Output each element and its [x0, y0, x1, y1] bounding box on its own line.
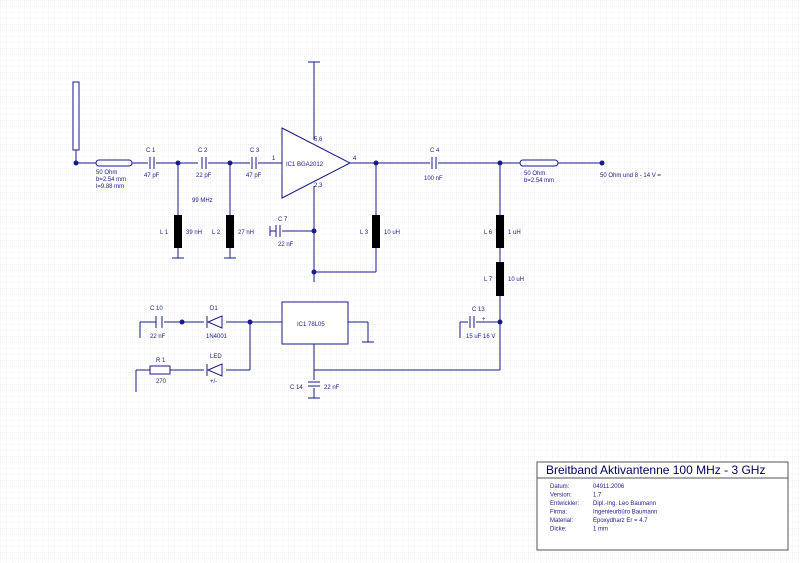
svg-text:1 uH: 1 uH [508, 230, 521, 236]
inductor-l1: L 1 39 nH [160, 215, 202, 248]
output-label: 50 Ohm und 8 - 14 V = [600, 173, 661, 179]
title-block-label: Material: [550, 518, 573, 524]
title-block-value: Dipl.-Ing. Leo Baumann [593, 501, 656, 507]
svg-text:C 4: C 4 [430, 148, 440, 154]
title-block-label: Version: [550, 493, 572, 499]
tl-out [519, 159, 559, 167]
title-block-label: Firma: [550, 510, 567, 516]
inductor-l7: L 7 10 uH [484, 262, 524, 296]
svg-text:4: 4 [353, 156, 357, 162]
title-block-value: Epoxydharz Er = 4.7 [593, 518, 648, 524]
inductor-l6: L 6 1 uH [484, 215, 521, 248]
capacitor-c4: C 4 100 nF [424, 148, 443, 182]
title-block-label: Datum: [550, 484, 570, 490]
svg-text:L 3: L 3 [360, 230, 369, 236]
svg-text:D1: D1 [210, 306, 218, 312]
svg-text:C 13: C 13 [472, 307, 485, 313]
svg-text:LED: LED [210, 354, 222, 360]
wires [75, 61, 602, 399]
capacitor-c1: C 1 47 pF [144, 148, 160, 179]
title-block-value: 04911.2006 [593, 484, 625, 490]
svg-text:2,3: 2,3 [314, 183, 323, 189]
tl-in [95, 159, 133, 167]
svg-text:47 pF: 47 pF [246, 173, 262, 179]
inductor-l2: L 2 27 nH [212, 215, 254, 248]
tl-out-width: b=2.54 mm [524, 178, 554, 184]
led: LED +/- [206, 354, 223, 385]
svg-text:15 uF 16 V: 15 uF 16 V [466, 334, 495, 340]
svg-text:270: 270 [156, 379, 167, 385]
svg-text:IC1 BGA2012: IC1 BGA2012 [286, 162, 324, 168]
inductor-l3: L 3 10 uH [360, 215, 400, 248]
amplifier-ic1: IC1 BGA2012 1 4 5,6 2,3 [272, 127, 357, 199]
svg-text:+/-: +/- [210, 379, 217, 385]
svg-text:39 nH: 39 nH [186, 230, 202, 236]
svg-text:L 2: L 2 [212, 230, 221, 236]
tl-in-width: b=2.54 mm [96, 177, 126, 183]
svg-text:10 uH: 10 uH [508, 277, 524, 283]
svg-text:22 nF: 22 nF [150, 334, 166, 340]
diode-d1: D1 1N4001 [206, 306, 228, 340]
frequency-label: 99 MHz [192, 198, 213, 204]
title-block-label: Entwickler: [550, 501, 579, 507]
junction-dots [73, 160, 605, 325]
title-block-label: Dicke: [550, 527, 567, 533]
svg-text:L 7: L 7 [484, 277, 493, 283]
svg-text:1: 1 [272, 156, 276, 162]
capacitor-c7: C 7 22 nF [275, 217, 294, 248]
capacitor-c13: C 13 + 15 uF 16 V [466, 307, 495, 340]
svg-text:100 nF: 100 nF [424, 176, 443, 182]
svg-text:C 2: C 2 [198, 148, 208, 154]
capacitor-c2: C 2 22 pF [196, 148, 212, 179]
title-block-title: Breitband Aktivantenne 100 MHz - 3 GHz [546, 463, 765, 477]
svg-text:L 1: L 1 [160, 230, 169, 236]
svg-text:+: + [482, 317, 486, 323]
svg-text:22 nF: 22 nF [324, 385, 340, 391]
capacitor-c14: C 14 22 nF [290, 381, 340, 391]
tl-out-ref: 50 Ohm [524, 171, 545, 177]
resistor-r1: R 1 270 [149, 358, 171, 385]
tl-in-length: l=9.88 mm [96, 184, 124, 190]
tl-in-ref: 50 Ohm [96, 170, 117, 176]
svg-text:C 3: C 3 [250, 148, 260, 154]
svg-text:1N4001: 1N4001 [206, 334, 228, 340]
antenna-rod [72, 81, 80, 151]
title-block-value: 1 mm [593, 527, 608, 533]
svg-text:C 10: C 10 [150, 306, 163, 312]
svg-text:47 pF: 47 pF [144, 173, 160, 179]
svg-text:R 1: R 1 [156, 358, 166, 364]
capacitor-c10: C 10 22 nF [150, 306, 166, 340]
svg-text:L 6: L 6 [484, 230, 493, 236]
svg-text:10 uH: 10 uH [384, 230, 400, 236]
capacitor-c3: C 3 47 pF [246, 148, 262, 179]
regulator-78l05: IC1 78L05 [281, 301, 349, 345]
title-block-value: 1.7 [593, 493, 602, 499]
svg-text:27 nH: 27 nH [238, 230, 254, 236]
svg-text:C 7: C 7 [278, 217, 288, 223]
title-block-value: Ingenieurbüro Baumann [593, 510, 657, 516]
svg-text:IC1 78L05: IC1 78L05 [297, 322, 325, 328]
svg-text:C 14: C 14 [290, 385, 303, 391]
title-block: Breitband Aktivantenne 100 MHz - 3 GHz D… [536, 461, 789, 551]
svg-text:C 1: C 1 [146, 148, 156, 154]
svg-text:5,6: 5,6 [314, 137, 323, 143]
svg-text:22 nF: 22 nF [278, 242, 294, 248]
svg-text:22 pF: 22 pF [196, 173, 212, 179]
